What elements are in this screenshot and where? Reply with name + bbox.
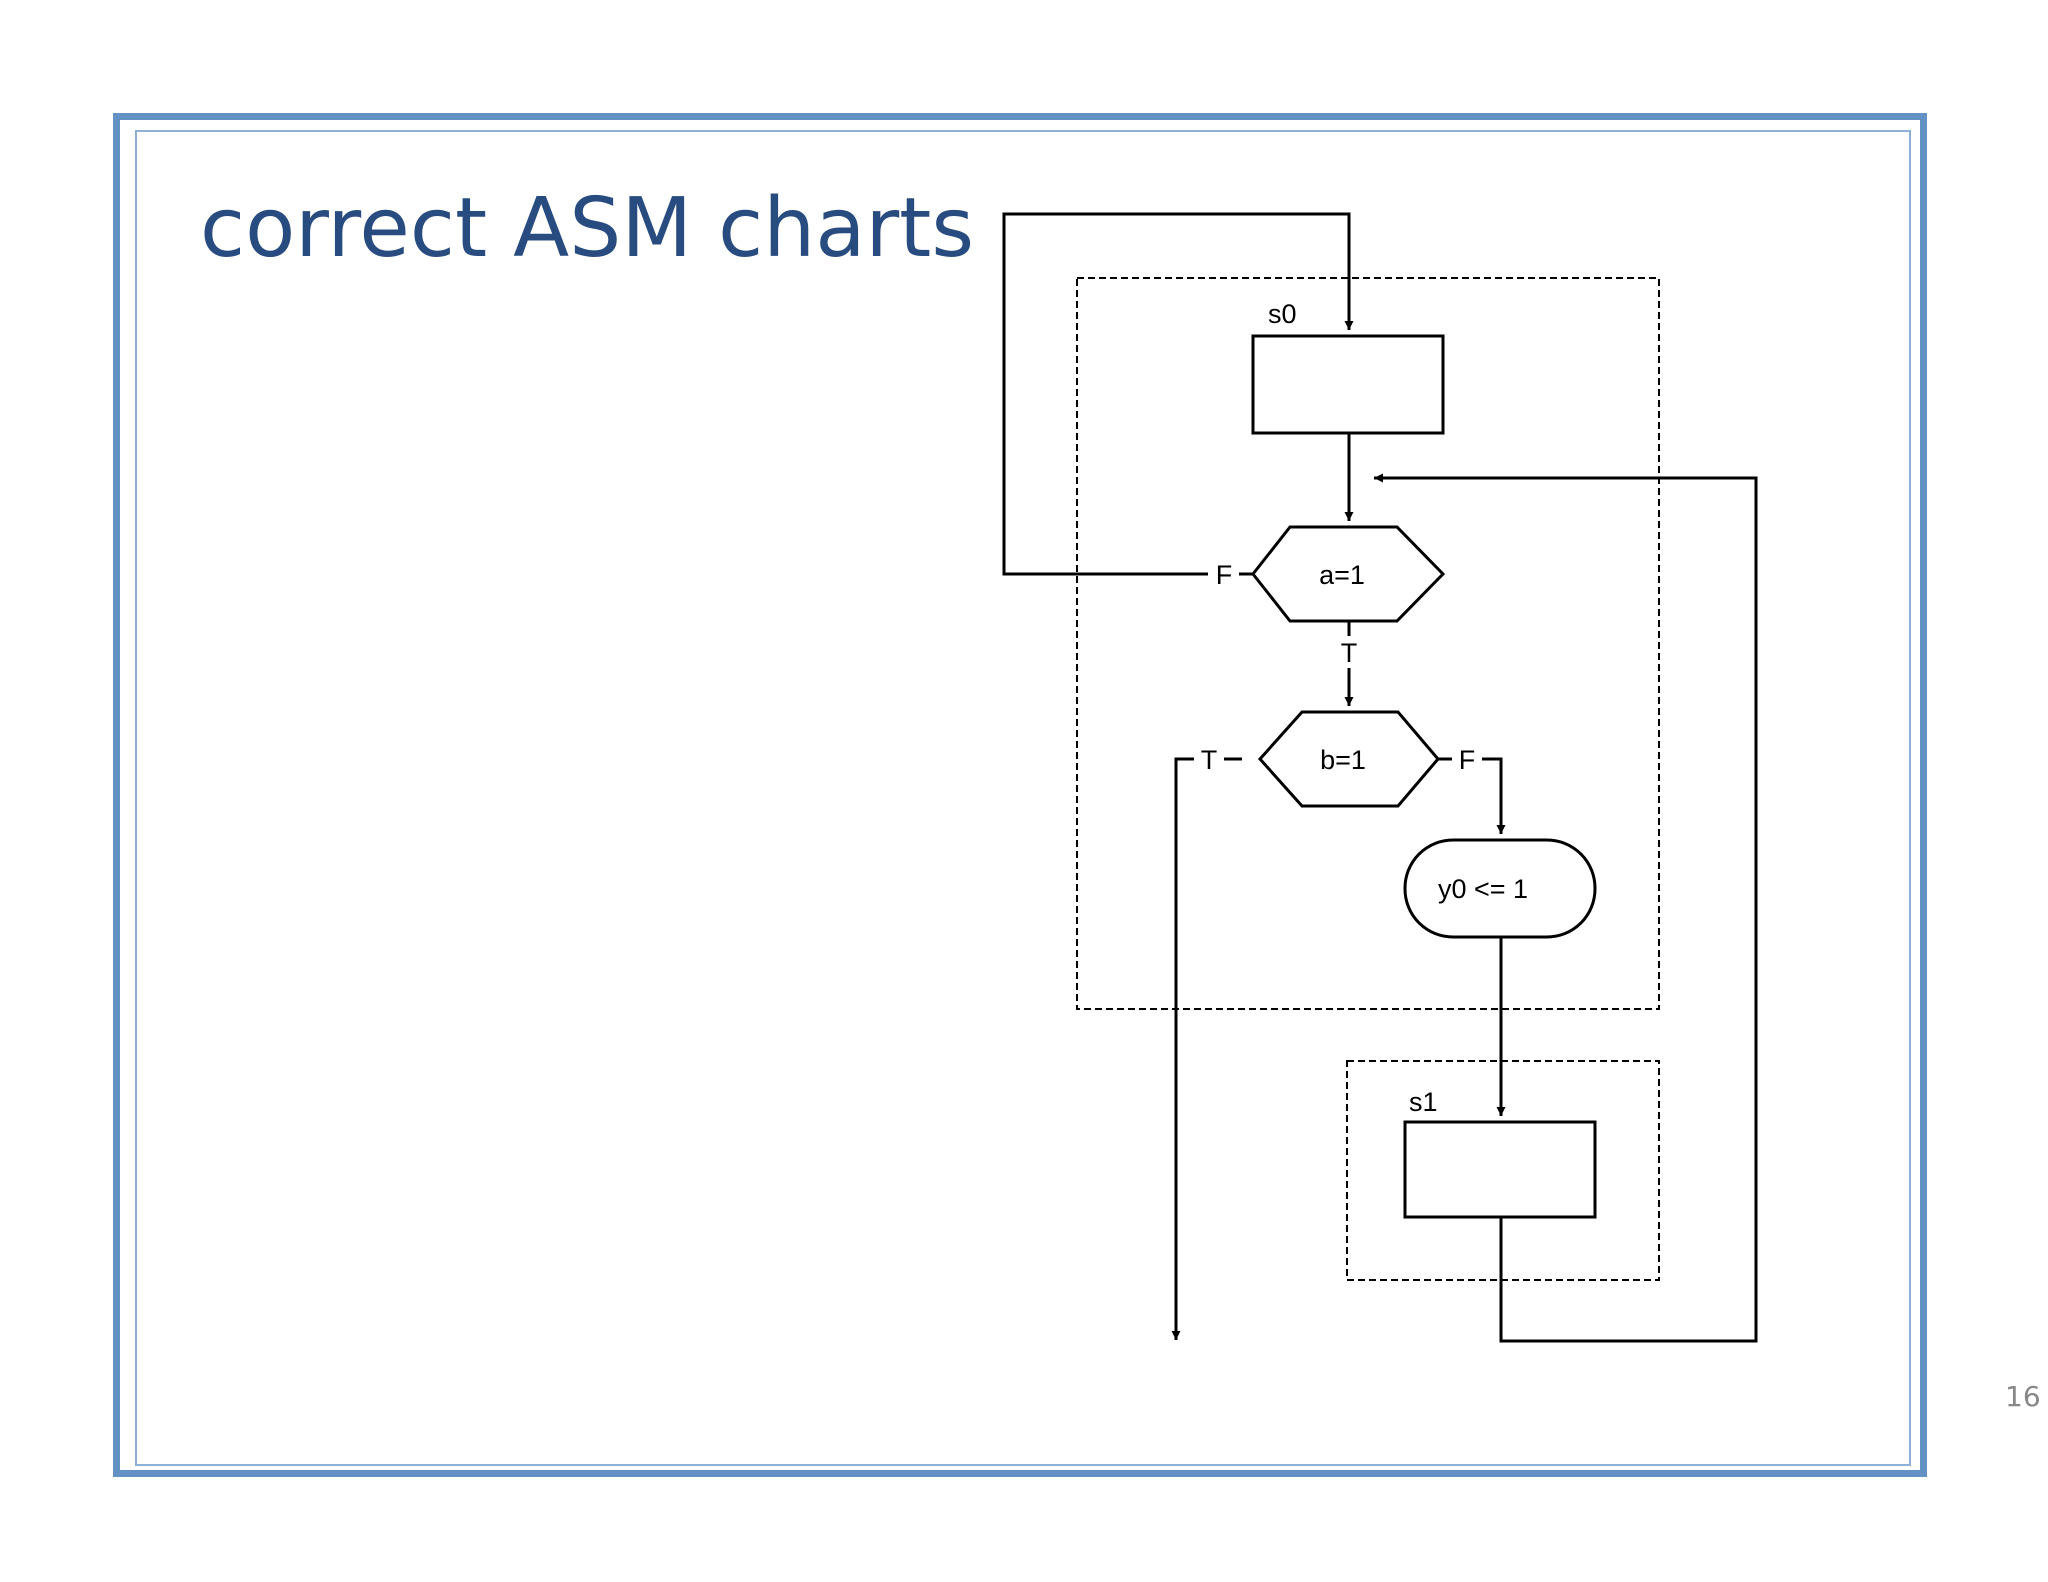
decision-b-true-label: T <box>1201 745 1218 775</box>
slide-frame-outer <box>113 113 1927 1477</box>
path-a-false-loop <box>1002 212 1354 576</box>
state-box-s1 <box>1403 1120 1597 1219</box>
decision-b-false-label: F <box>1459 745 1476 775</box>
state-label-s1: s1 <box>1409 1087 1438 1117</box>
path-b-false-to-output <box>1482 757 1506 834</box>
decision-condition-a: a=1 <box>1319 560 1365 590</box>
asm-block-s0 <box>1076 277 1660 1010</box>
decision-a-false-label: F <box>1216 560 1233 590</box>
asm-block-s1 <box>1346 1060 1660 1281</box>
slide-title: correct ASM charts <box>200 181 975 276</box>
state-label-s0: s0 <box>1268 299 1297 329</box>
page-number: 16 <box>2005 1380 2041 1413</box>
decision-box-a <box>1251 525 1446 623</box>
state-box-s0 <box>1251 334 1445 435</box>
path-b-true-exit <box>1171 757 1194 1340</box>
conditional-output-text: y0 <= 1 <box>1438 874 1528 904</box>
path-s1-return <box>1374 473 1758 1343</box>
slide-frame-inner <box>135 130 1911 1466</box>
decision-a-true-label: T <box>1341 638 1358 668</box>
decision-condition-b: b=1 <box>1320 745 1366 775</box>
